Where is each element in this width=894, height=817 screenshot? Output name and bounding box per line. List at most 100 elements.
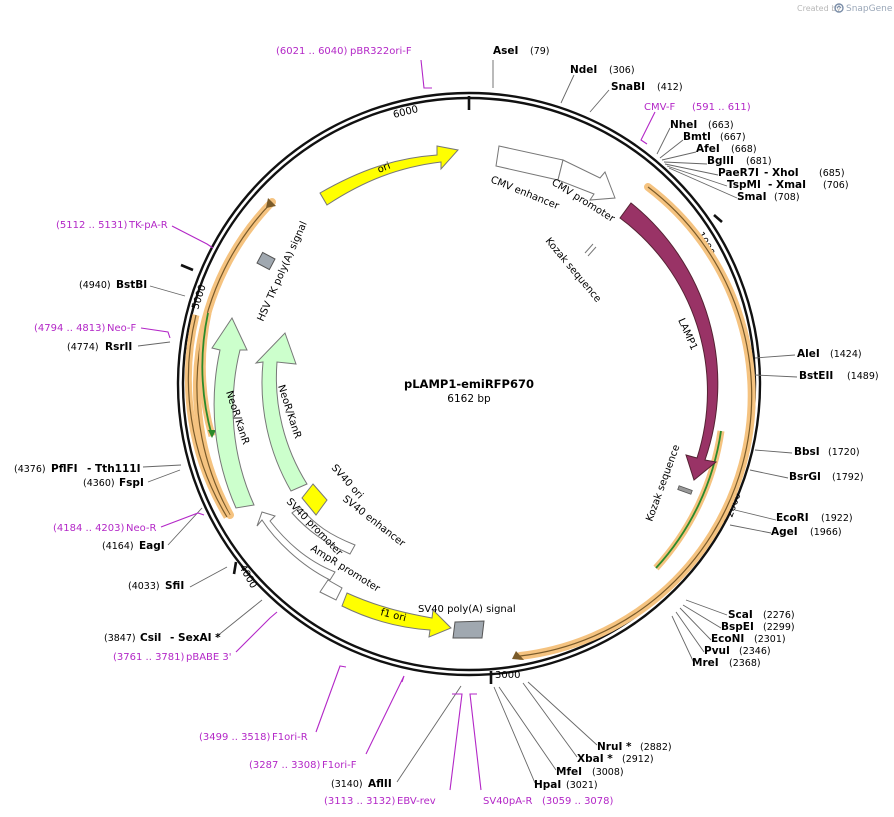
site-paer7i-pos: (685) xyxy=(819,168,845,179)
site-bspei-pos: (2299) xyxy=(763,622,795,633)
tick-label-4000: 4000 xyxy=(236,563,258,591)
site-sexai: - SexAI * xyxy=(170,632,221,644)
site-eagi: EagI xyxy=(139,540,165,552)
orf-outer-arc-2 xyxy=(184,314,230,519)
primer-neor-range: (4184 .. 4203) xyxy=(53,523,125,534)
site-xbai: XbaI * xyxy=(577,753,613,765)
feature-label-sv40-polya: SV40 poly(A) signal xyxy=(418,604,516,615)
orf-neo-arrow-icon xyxy=(208,430,216,438)
feature-label-hsv-tk: HSV TK poly(A) signal xyxy=(256,220,310,323)
site-nheI: NheI xyxy=(670,119,697,131)
feature-ampr-promoter xyxy=(319,579,343,601)
site-mfei: MfeI xyxy=(556,766,582,778)
feature-label-cmv-enhancer: CMV enhancer xyxy=(489,175,561,213)
feature-kozak1 xyxy=(584,243,597,257)
site-bstbi-pos: (4940) xyxy=(79,280,111,291)
site-paer7i: PaeR7I xyxy=(718,167,759,179)
snapgene-brand: SnapGene xyxy=(846,4,893,14)
feature-label-sv40-enhancer: SV40 enhancer xyxy=(340,494,407,550)
site-bbsi: BbsI xyxy=(794,446,820,458)
site-pflfi-pos: (4376) xyxy=(14,464,46,475)
feature-sv40-enhancer xyxy=(291,506,356,555)
site-bglII-pos: (681) xyxy=(746,156,772,167)
site-csii-pos: (3847) xyxy=(104,633,136,644)
site-rsrii-pos: (4774) xyxy=(67,342,99,353)
feature-hsv-tk xyxy=(256,251,276,271)
primer-ebvrev-name: EBV-rev xyxy=(397,796,436,807)
site-mfei-pos: (3008) xyxy=(592,767,624,778)
primer-sv40par-name: SV40pA-R xyxy=(483,796,532,807)
site-econi-pos: (2301) xyxy=(754,634,786,645)
feature-label-ori: ori xyxy=(376,161,392,176)
site-nheI-pos: (663) xyxy=(708,120,734,131)
primer-cmvf-name: CMV-F xyxy=(644,102,675,113)
orf-emirfp-green xyxy=(653,430,725,571)
site-csii: CsiI xyxy=(140,632,161,644)
site-ecori-pos: (1922) xyxy=(821,513,853,524)
primer-pbabe-name: pBABE 3' xyxy=(186,652,232,663)
site-alei: AleI xyxy=(797,348,820,360)
site-snabi-pos: (412) xyxy=(657,82,683,93)
site-xhoi: - XhoI xyxy=(764,167,799,179)
site-afeI-pos: (668) xyxy=(731,144,757,155)
primer-ebvrev-range: (3113 .. 3132) xyxy=(324,796,396,807)
primer-f1orif-range: (3287 .. 3308) xyxy=(249,760,321,771)
site-bsteii-pos: (1489) xyxy=(847,371,879,382)
feature-ori xyxy=(319,145,459,206)
site-tspmi-pos: (706) xyxy=(823,180,849,191)
site-bsteii: BstEII xyxy=(799,370,833,382)
primer-pbr322ori-name: pBR322ori-F xyxy=(350,46,412,57)
site-leader-lines xyxy=(137,60,798,784)
primer-pbr322ori-range: (6021 .. 6040) xyxy=(276,46,348,57)
orf-arrowhead-icon-2 xyxy=(266,198,276,208)
site-aseI-pos: (79) xyxy=(530,46,550,57)
tick-label-3000: 3000 xyxy=(495,670,520,681)
feature-sv40-ori xyxy=(301,483,328,516)
site-alei-pos: (1424) xyxy=(830,349,862,360)
plasmid-name: pLAMP1-emiRFP670 xyxy=(404,377,534,391)
site-sfii: SfiI xyxy=(165,580,184,592)
site-bglII: BglII xyxy=(707,155,734,167)
primer-f1orif-name: F1ori-F xyxy=(322,760,357,771)
primer-tkpar-range: (5112 .. 5131) xyxy=(56,220,128,231)
site-bmtI: BmtI xyxy=(683,131,711,143)
site-tth111i: - Tth111I xyxy=(87,463,141,475)
site-ndeI-pos: (306) xyxy=(609,65,635,76)
primer-neof-range: (4794 .. 4813) xyxy=(34,323,106,334)
site-nrui-pos: (2882) xyxy=(640,742,672,753)
site-afeI: AfeI xyxy=(696,143,720,155)
site-pflfi: PflFI xyxy=(51,463,78,475)
site-smai: SmaI xyxy=(737,191,767,203)
feature-lamp1 xyxy=(619,202,719,481)
site-ndeI: NdeI xyxy=(570,64,597,76)
primer-f1orir-range: (3499 .. 3518) xyxy=(199,732,271,743)
site-mrei-pos: (2368) xyxy=(729,658,761,669)
site-aflii: AflII xyxy=(368,778,392,790)
orf-lamp1-outer xyxy=(512,183,756,660)
site-xmai: - XmaI xyxy=(768,179,806,191)
site-xbai-pos: (2912) xyxy=(622,754,654,765)
site-fspi-pos: (4360) xyxy=(83,478,115,489)
feature-kozak2 xyxy=(677,485,693,495)
site-econi: EcoNI xyxy=(711,633,744,645)
primer-sv40par-range: (3059 .. 3078) xyxy=(542,796,614,807)
feature-neor-inner xyxy=(254,332,308,492)
site-hpai: HpaI xyxy=(534,779,561,791)
primer-cmvf-range: (591 .. 611) xyxy=(692,102,751,113)
primer-f1orir-name: F1ori-R xyxy=(272,732,308,743)
site-ecori: EcoRI xyxy=(776,512,809,524)
site-hpai-pos: (3021) xyxy=(566,780,598,791)
site-bmtI-pos: (667) xyxy=(720,132,746,143)
site-aseI: AseI xyxy=(493,45,518,57)
feature-neor-outer xyxy=(211,316,255,509)
site-bstbi: BstBI xyxy=(116,279,147,291)
site-bbsi-pos: (1720) xyxy=(828,447,860,458)
site-smai-pos: (708) xyxy=(774,192,800,203)
primer-neof-name: Neo-F xyxy=(107,323,137,334)
orf-arrowhead-icon xyxy=(512,651,524,660)
plasmid-length: 6162 bp xyxy=(447,393,491,405)
orf-neo-green xyxy=(198,312,216,438)
feature-label-kozak2: Kozak sequence xyxy=(644,443,682,523)
primer-pbabe-range: (3761 .. 3781) xyxy=(113,652,185,663)
site-eagi-pos: (4164) xyxy=(102,541,134,552)
